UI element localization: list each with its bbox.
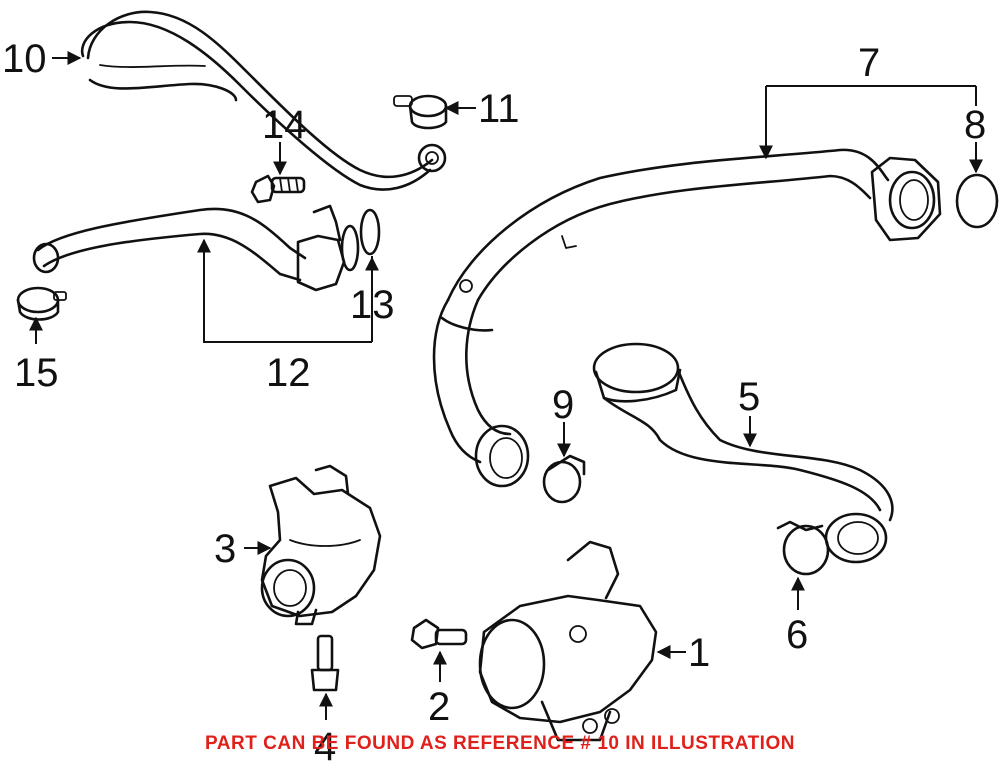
clamp-15 — [16, 286, 67, 321]
callout-14: 14 — [262, 103, 307, 147]
o-ring-8 — [955, 173, 999, 229]
callout-labels: 10 11 14 13 12 15 7 8 9 5 6 3 4 2 1 — [2, 37, 986, 765]
callout-9: 9 — [552, 383, 574, 427]
callout-4: 4 — [314, 725, 336, 765]
callout-11: 11 — [478, 87, 520, 131]
water-pump-1 — [478, 540, 658, 742]
callout-13: 13 — [350, 283, 395, 327]
callout-1: 1 — [688, 631, 710, 675]
o-ring-13 — [359, 208, 381, 256]
bolt-14 — [250, 174, 306, 204]
leader-lines — [29, 51, 983, 720]
callout-7: 7 — [858, 41, 880, 85]
clamp-6 — [776, 520, 830, 576]
hose-7 — [432, 148, 942, 488]
reference-note: PART CAN BE FOUND AS REFERENCE # 10 IN I… — [205, 733, 795, 754]
callout-8: 8 — [964, 103, 986, 147]
callout-5: 5 — [738, 375, 760, 419]
callout-3: 3 — [214, 527, 236, 571]
callout-12: 12 — [266, 351, 311, 395]
bolt-4 — [310, 634, 340, 692]
clamp-11 — [393, 94, 448, 130]
callout-15: 15 — [14, 351, 59, 395]
bolt-2 — [410, 618, 468, 650]
callout-2: 2 — [428, 685, 450, 729]
hose-12 — [32, 204, 360, 292]
clamp-9 — [542, 454, 586, 504]
leader-12 — [197, 238, 372, 343]
thermostat-housing-3 — [260, 464, 382, 626]
callout-10: 10 — [2, 37, 47, 81]
upper-hose-10 — [80, 10, 447, 191]
callout-6: 6 — [786, 613, 808, 657]
